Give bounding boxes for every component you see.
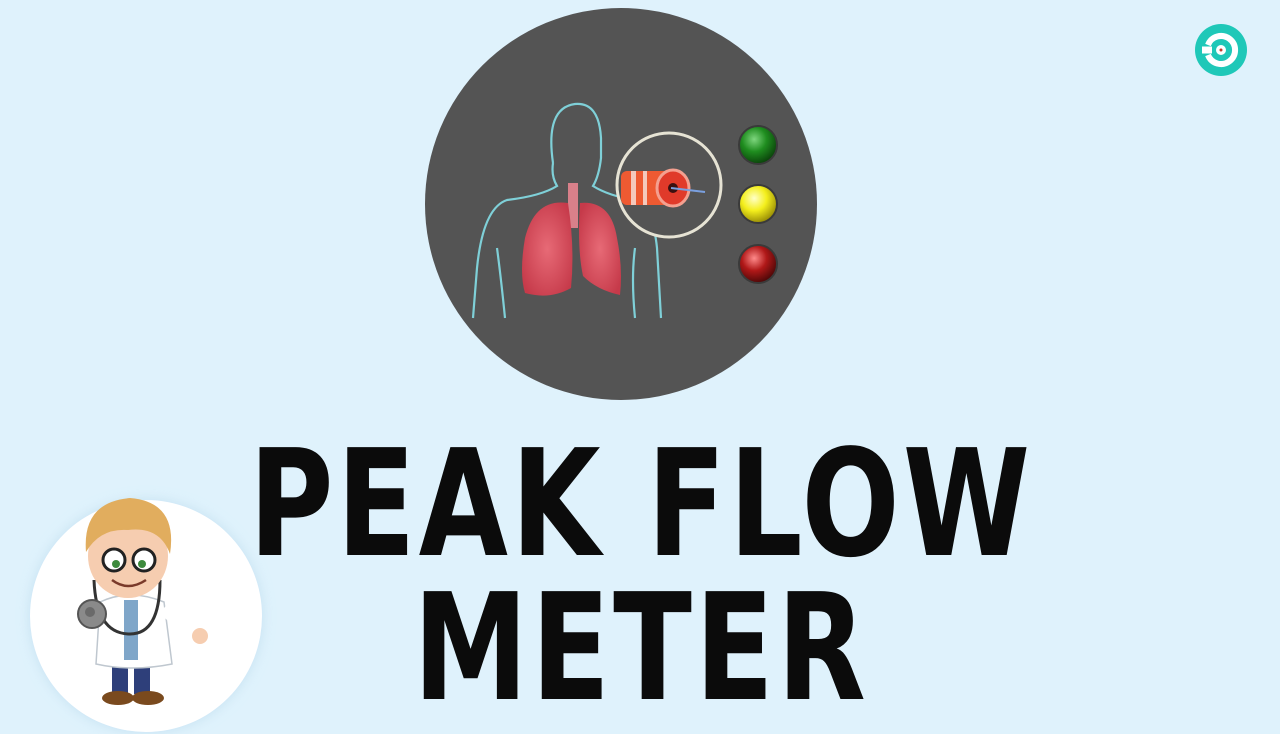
illustration-circle [425, 8, 817, 400]
doctor-mascot-icon [60, 484, 220, 718]
yellow-light-icon [738, 184, 778, 224]
green-light-icon [738, 125, 778, 165]
title-line-2: METER [413, 562, 870, 734]
bronchus-magnifier-icon [615, 131, 723, 239]
red-light-icon [738, 244, 778, 284]
trachea-icon [568, 183, 578, 228]
lungs-icon [522, 202, 621, 296]
title-line-1: PEAK FLOW [248, 418, 1034, 590]
channel-logo-icon[interactable] [1194, 23, 1248, 77]
